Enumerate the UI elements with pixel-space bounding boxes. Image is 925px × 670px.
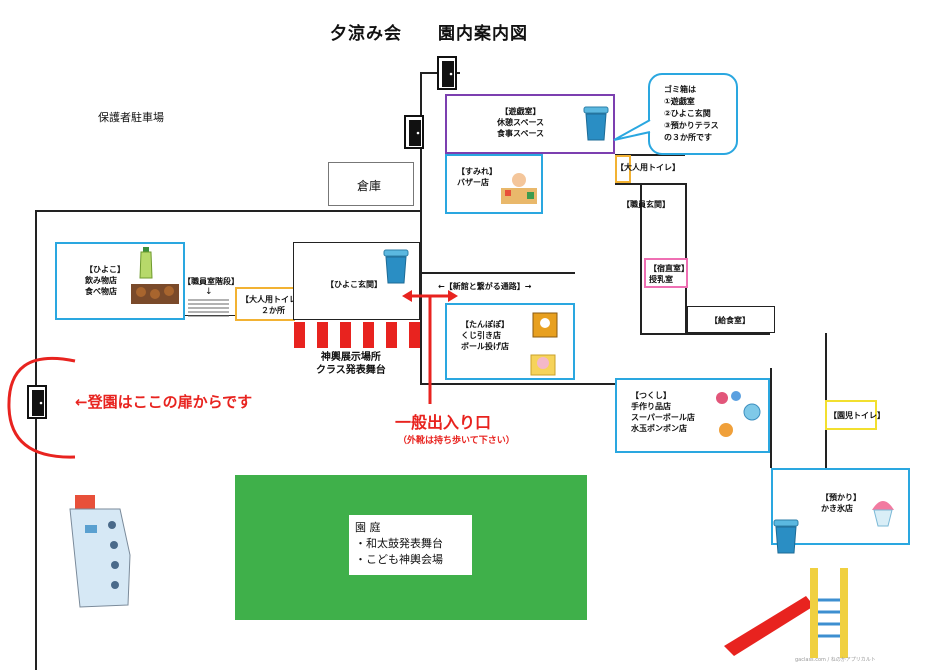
trash-can-icon xyxy=(773,519,799,554)
staff-stairs-label: 【職員室階段】 xyxy=(183,277,239,286)
wall-line xyxy=(770,368,772,468)
hiyoko-room: 【ひよこ】 飲み物店 食べ物店 xyxy=(55,242,185,320)
passage-label: ←【新館と繋がる通路】→ xyxy=(438,282,532,291)
azukari-room: 【預かり】 かき氷店 xyxy=(771,468,910,545)
slide-icon xyxy=(724,568,848,658)
parking-label: 保護者駐車場 xyxy=(98,111,164,124)
wall-line xyxy=(640,183,642,333)
wall-line xyxy=(420,72,422,384)
wall-line xyxy=(35,210,37,670)
kitchen-room: 【給食室】 xyxy=(687,306,775,333)
wall-line xyxy=(35,210,420,212)
adult-toilet-right xyxy=(615,155,631,183)
mikoshi-stage-label: 神輿展示場所 クラス発表舞台 xyxy=(316,352,386,376)
general-entrance-label: 一般出入り口 xyxy=(395,413,492,432)
play-room-label: 【遊戯室】 休憩スペース 食事スペース xyxy=(497,107,545,138)
general-entrance-marker xyxy=(402,290,458,404)
tsukushi-room: 【つくし】 手作り品店 スーパーボール店 水玉ポンポン店 xyxy=(615,378,770,453)
garden-label-box: 園 庭 ・和太鼓発表舞台 ・こども神輿会場 xyxy=(349,515,472,575)
entrance-arrow-note: ←登園はここの扉からです xyxy=(75,393,253,411)
mikoshi-stage-curtain xyxy=(294,322,420,348)
stairs-icon xyxy=(188,299,229,317)
wall-line xyxy=(640,333,770,335)
storage-room: 倉庫 xyxy=(328,162,414,206)
credit-text: gaclass.com / ねのかアプリカルト xyxy=(795,657,876,663)
bubble-tail xyxy=(613,119,651,141)
wall-line xyxy=(420,272,575,274)
map-title: 夕涼み会 園内案内図 xyxy=(330,24,528,44)
trash-can-icon xyxy=(383,249,409,284)
tanpopo-room: 【たんぽぽ】 くじ引き店 ボール投げ店 xyxy=(445,303,575,380)
shoes-note: （外靴は持ち歩いて下さい） xyxy=(398,436,515,446)
rabbit-toy-icon xyxy=(530,354,556,376)
entrance-highlight-circle xyxy=(7,356,76,459)
shaved-ice-icon xyxy=(872,501,894,527)
ship-icon xyxy=(69,495,131,608)
wall-line xyxy=(420,383,620,385)
night-room: 【宿直室】 授乳室 xyxy=(644,258,689,288)
wall-line xyxy=(615,154,685,156)
garden: 園 庭 ・和太鼓発表舞台 ・こども神輿会場 xyxy=(235,475,587,620)
child-toilet: 【園児トイレ】 xyxy=(825,400,885,430)
door-icon[interactable] xyxy=(26,384,50,420)
lottery-box-icon xyxy=(532,312,558,338)
shop-stall-icon xyxy=(501,173,537,204)
play-room: 【遊戯室】 休憩スペース 食事スペース xyxy=(445,94,615,154)
door-icon[interactable] xyxy=(403,114,427,150)
wall-line xyxy=(615,183,685,185)
craft-items-icon xyxy=(716,391,761,437)
staff-entrance-label: 【職員玄関】 xyxy=(622,200,670,209)
drink-bottle-icon xyxy=(139,247,153,279)
trash-note-bubble: ゴミ箱は ①遊戯室 ②ひよこ玄関 ③預かりテラス の３か所です xyxy=(648,73,738,155)
adult-toilet-left: 【大人用トイレ】 ２か所 xyxy=(235,287,305,321)
food-tray-icon xyxy=(131,284,179,304)
hiyoko-entrance: 【ひよこ玄関】 xyxy=(293,242,420,320)
stairs-arrow: ↓ xyxy=(205,287,213,297)
storage-label: 倉庫 xyxy=(357,179,382,193)
trash-can-icon xyxy=(583,106,609,141)
sumire-room: 【すみれ】 バザー店 xyxy=(445,154,543,214)
door-icon[interactable] xyxy=(436,55,460,91)
adult-toilet-right-label: 【大人用トイレ】 xyxy=(616,163,680,172)
